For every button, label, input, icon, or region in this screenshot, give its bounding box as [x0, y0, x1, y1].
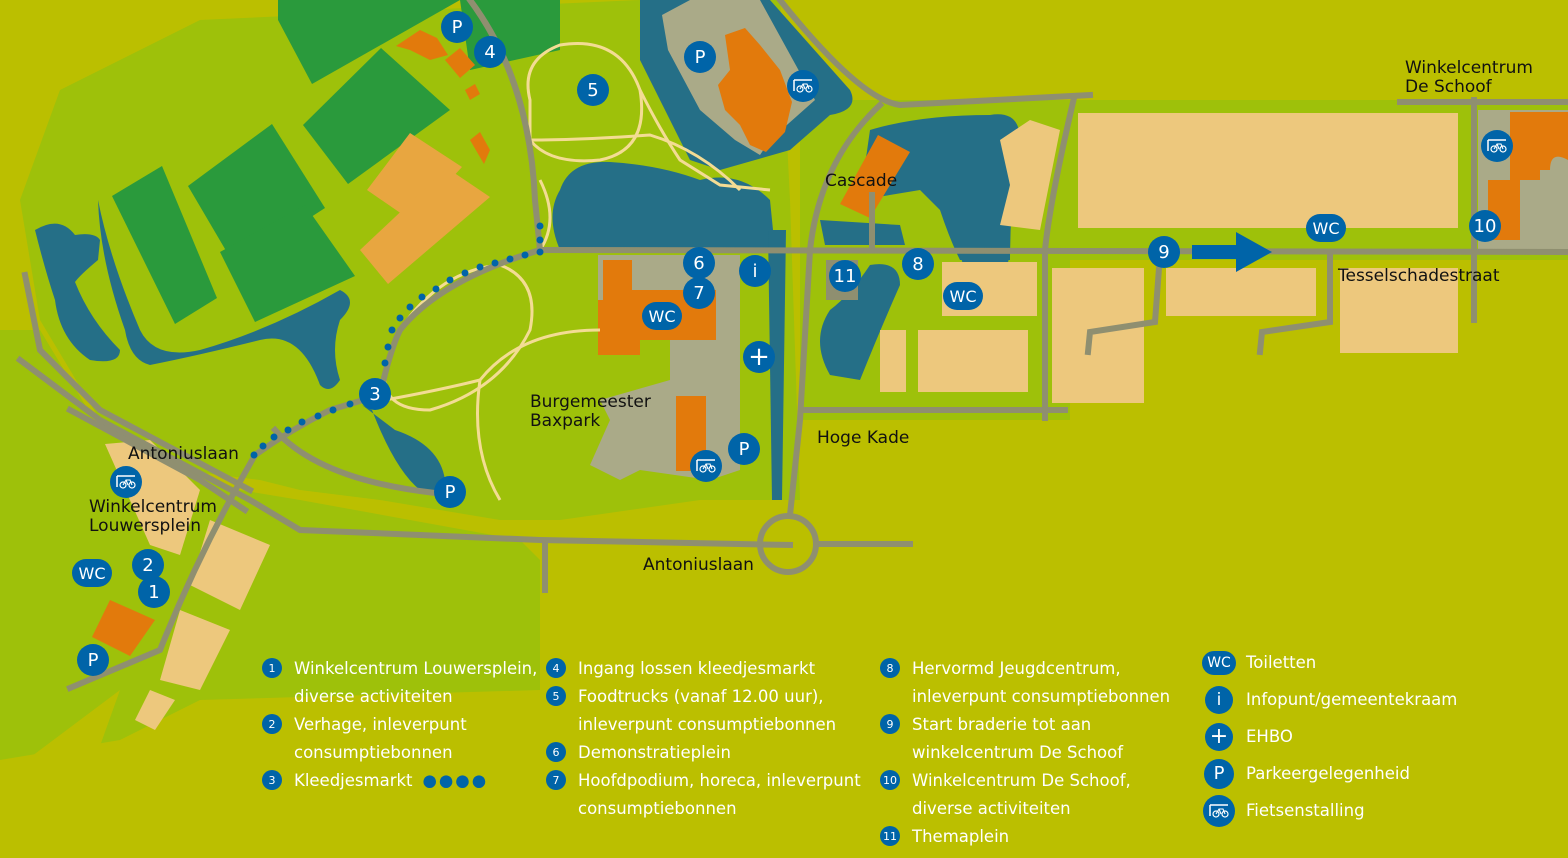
marker-3[interactable]: 3 [359, 378, 391, 410]
parking-marker-pond[interactable]: P [434, 476, 466, 508]
number-badge: 8 [880, 658, 900, 678]
first-aid-icon: + [1205, 722, 1233, 751]
marker-8[interactable]: 8 [902, 248, 934, 280]
number-badge: 10 [880, 770, 900, 790]
number-badge: 5 [546, 686, 566, 706]
info-icon: i [1205, 685, 1233, 714]
parking-icon: P [1204, 758, 1234, 789]
info-marker[interactable]: i [739, 255, 771, 287]
label-tesselschadestraat: Tesselschadestraat [1338, 266, 1500, 286]
marker-6[interactable]: 6 [683, 247, 715, 279]
number-badge: 11 [880, 826, 900, 846]
number-badge: 6 [546, 742, 566, 762]
bicycle-shed-icon [696, 459, 716, 473]
bicycle-shed-icon [793, 79, 813, 93]
legend-symbol-info: i Infopunt/gemeentekraam [1202, 681, 1457, 718]
wc-marker-louwersplein[interactable]: WC [72, 559, 112, 587]
marker-4[interactable]: 4 [474, 36, 506, 68]
bicycle-shed-icon [1203, 794, 1235, 827]
number-badge: 9 [880, 714, 900, 734]
legend-symbol-parking: P Parkeergelegenheid [1202, 755, 1457, 792]
bicycle-shed-icon [116, 475, 136, 489]
label-winkelcentrum-louwersplein: Winkelcentrum Louwersplein [89, 497, 217, 536]
bicycle-shed-marker-louwersplein[interactable] [110, 466, 142, 498]
wc-marker-tesselschadestraat[interactable]: WC [1306, 214, 1346, 242]
label-hoge-kade: Hoge Kade [817, 428, 910, 448]
label-winkelcentrum-de-schoof: Winkelcentrum De Schoof [1405, 58, 1533, 97]
first-aid-marker[interactable]: + [743, 341, 775, 373]
bicycle-shed-icon [1487, 139, 1507, 153]
marker-1[interactable]: 1 [138, 576, 170, 608]
number-badge: 1 [262, 658, 282, 678]
parking-marker-baxpark[interactable]: P [728, 433, 760, 465]
number-badge: 4 [546, 658, 566, 678]
bicycle-shed-marker-baxpark[interactable] [690, 450, 722, 482]
number-badge: 7 [546, 770, 566, 790]
wc-marker-baxpark[interactable]: WC [642, 302, 682, 330]
number-badge: 3 [262, 770, 282, 790]
label-cascade: Cascade [825, 171, 898, 191]
wc-icon: WC [1202, 650, 1236, 675]
marker-7[interactable]: 7 [683, 277, 715, 309]
marker-9[interactable]: 9 [1148, 236, 1180, 268]
marker-2[interactable]: 2 [132, 549, 164, 581]
legend-symbol-bicycle-shed: Fietsenstalling [1202, 792, 1457, 829]
wc-marker-jeugdcentrum[interactable]: WC [943, 282, 983, 310]
parking-marker-louwersplein[interactable]: P [77, 644, 109, 676]
label-antoniuslaan-west: Antoniuslaan [128, 444, 239, 464]
braderie-direction-arrow [1192, 232, 1272, 272]
label-burgemeester-baxpark: Burgemeester Baxpark [530, 392, 651, 431]
parking-marker-island[interactable]: P [684, 41, 716, 73]
marker-5[interactable]: 5 [577, 74, 609, 106]
marker-11[interactable]: 11 [829, 260, 861, 292]
parking-marker-north[interactable]: P [441, 11, 473, 43]
label-antoniuslaan-south: Antoniuslaan [643, 555, 754, 575]
marker-10[interactable]: 10 [1469, 210, 1501, 242]
number-badge: 2 [262, 714, 282, 734]
dotted-route-icon: ●●●● [422, 771, 489, 790]
bicycle-shed-marker-island[interactable] [787, 70, 819, 102]
legend-symbols: WC Toiletten i Infopunt/gemeentekraam + … [1202, 644, 1457, 829]
legend-symbol-wc: WC Toiletten [1202, 644, 1457, 681]
bicycle-shed-marker-de-schoof[interactable] [1481, 130, 1513, 162]
legend-symbol-first-aid: + EHBO [1202, 718, 1457, 755]
